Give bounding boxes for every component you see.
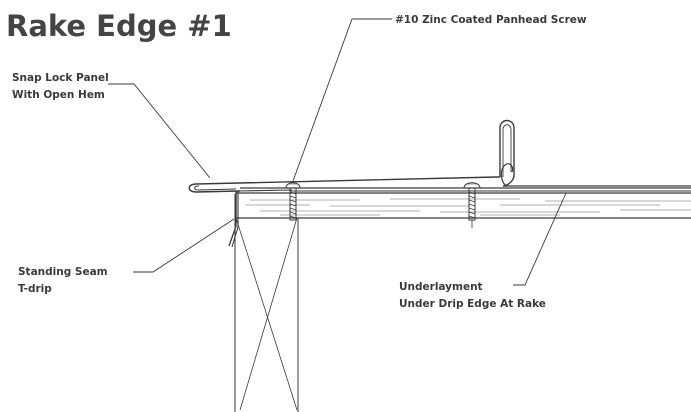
label-underlayment-line2: Under Drip Edge At Rake (399, 298, 546, 310)
leader-lines (108, 18, 567, 286)
label-panel-line1: Snap Lock Panel (12, 72, 109, 84)
snap-lock-panel (188, 119, 691, 193)
drawing-title: Rake Edge #1 (6, 9, 232, 43)
panhead-screw-right (463, 182, 481, 228)
wall-framing (234, 194, 299, 412)
label-tdrip-line1: Standing Seam (18, 266, 108, 278)
label-underlayment-line1: Underlayment (399, 281, 483, 293)
label-tdrip-line2: T-drip (18, 283, 52, 295)
panhead-screw-left (285, 182, 301, 221)
roof-deck (235, 192, 691, 219)
label-panel-line2: With Open Hem (12, 89, 105, 101)
label-screw: #10 Zinc Coated Panhead Screw (395, 14, 587, 26)
t-drip (228, 189, 293, 248)
